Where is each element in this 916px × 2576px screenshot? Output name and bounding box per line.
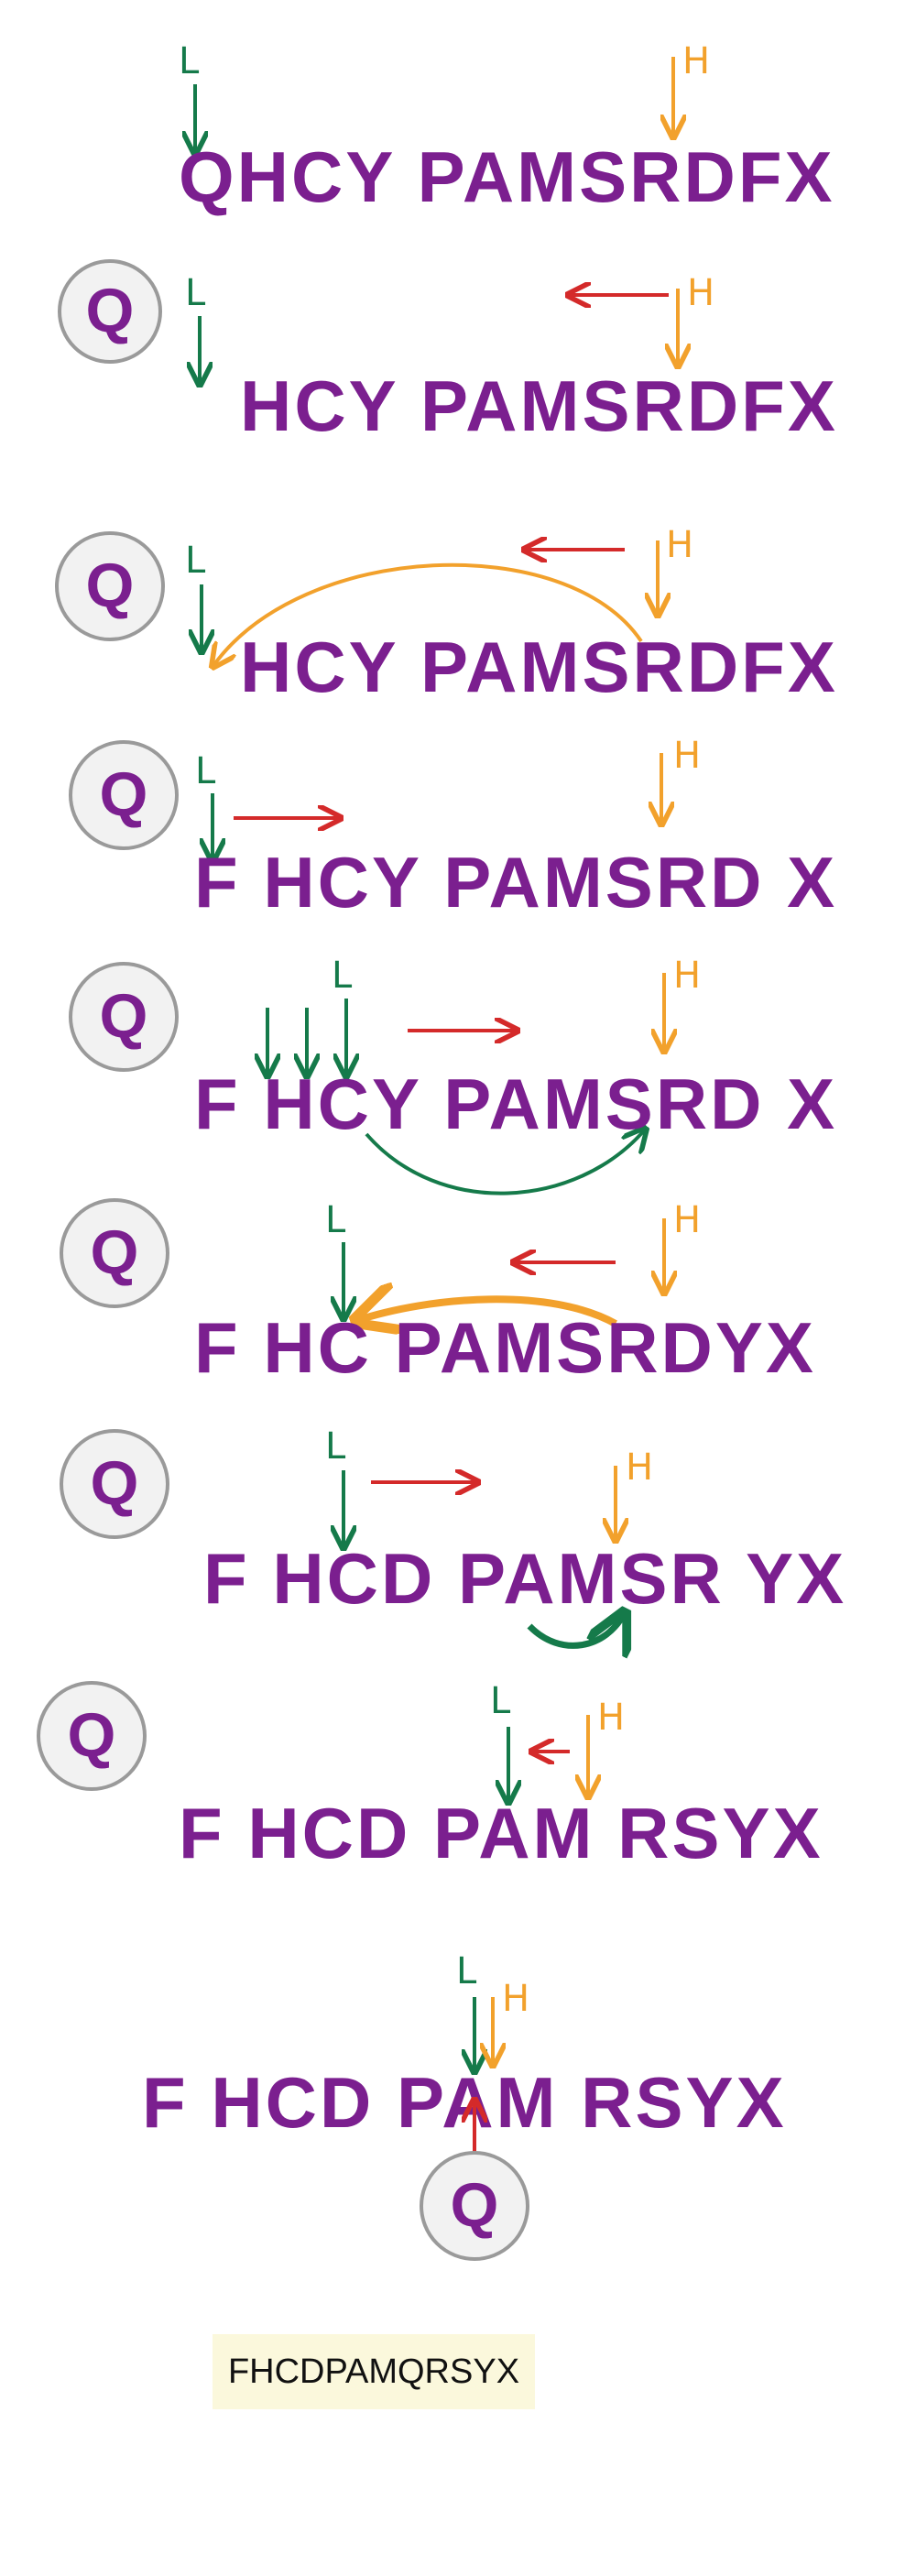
sequence: F HCY PAMSRD X — [194, 1064, 837, 1144]
high-pointer-label: H — [673, 735, 701, 777]
pivot-circle — [69, 740, 179, 850]
step-1: L H QHCY PAMSRDFX — [179, 40, 835, 217]
sequence: HCY PAMSRDFX — [240, 627, 838, 707]
low-pointer-label: L — [456, 1950, 477, 1992]
sequence: F HCY PAMSRD X — [194, 842, 837, 922]
low-pointer-label: L — [195, 750, 216, 792]
low-pointer-label: L — [332, 955, 353, 997]
high-pointer-label: H — [666, 524, 693, 566]
step-4: Q L H F HCY PAMSRD X — [69, 735, 837, 922]
low-pointer-label: L — [490, 1680, 511, 1722]
swap-arc-arrow — [527, 1612, 625, 1645]
sequence: F HCD PAM RSYX — [179, 1793, 823, 1873]
pivot-circle — [69, 962, 179, 1072]
high-pointer-label: H — [502, 1978, 529, 2020]
pivot-letter: Q — [100, 981, 148, 1051]
pivot-circle — [60, 1429, 169, 1539]
pivot-circle — [58, 259, 162, 364]
step-6: Q L H F HC PAMSRDYX — [60, 1198, 816, 1388]
high-pointer-label: H — [597, 1697, 625, 1739]
result-box: FHCDPAMQRSYX — [213, 2334, 535, 2409]
step-8: Q L H F HCD PAM RSYX — [37, 1680, 823, 1873]
high-pointer-label: H — [673, 955, 701, 997]
step-9: L H F HCD PAM RSYX Q — [142, 1950, 787, 2261]
pivot-letter: Q — [86, 276, 135, 345]
pivot-letter: Q — [100, 759, 148, 829]
step-7: Q L H F HCD PAMSR YX — [60, 1425, 846, 1645]
pivot-circle — [420, 2151, 529, 2261]
sequence: F HC PAMSRDYX — [194, 1307, 816, 1388]
step-3: Q L H HCY PAMSRDFX — [55, 524, 838, 707]
pivot-letter: Q — [86, 551, 135, 620]
swap-arc-arrow — [213, 562, 643, 667]
pivot-circle — [55, 531, 165, 641]
sequence: QHCY PAMSRDFX — [179, 136, 835, 217]
pivot-circle — [37, 1681, 147, 1791]
sequence: HCY PAMSRDFX — [240, 366, 838, 446]
pivot-letter: Q — [91, 1448, 139, 1518]
sequence: F HCD PAM RSYX — [142, 2062, 787, 2143]
step-2: Q L H HCY PAMSRDFX — [58, 259, 838, 446]
sequence: F HCD PAMSR YX — [203, 1538, 846, 1619]
low-pointer-label: L — [325, 1425, 346, 1468]
high-pointer-label: H — [682, 40, 710, 82]
pivot-letter: Q — [68, 1700, 116, 1770]
swap-arc-arrow — [355, 1299, 617, 1324]
result-sequence: FHCDPAMQRSYX — [227, 2352, 520, 2391]
high-pointer-label: H — [673, 1199, 701, 1241]
low-pointer-label: L — [179, 40, 200, 82]
pivot-circle — [60, 1198, 169, 1308]
pivot-letter: Q — [91, 1217, 139, 1287]
pivot-letter: Q — [451, 2170, 499, 2240]
low-pointer-label: L — [185, 540, 206, 582]
swap-arc-arrow — [365, 1129, 646, 1195]
low-pointer-label: L — [325, 1199, 346, 1241]
high-pointer-label: H — [626, 1446, 653, 1489]
step-5: Q L H F HCY PAMSRD X — [69, 955, 837, 1195]
high-pointer-label: H — [687, 272, 714, 314]
low-pointer-label: L — [185, 272, 206, 314]
